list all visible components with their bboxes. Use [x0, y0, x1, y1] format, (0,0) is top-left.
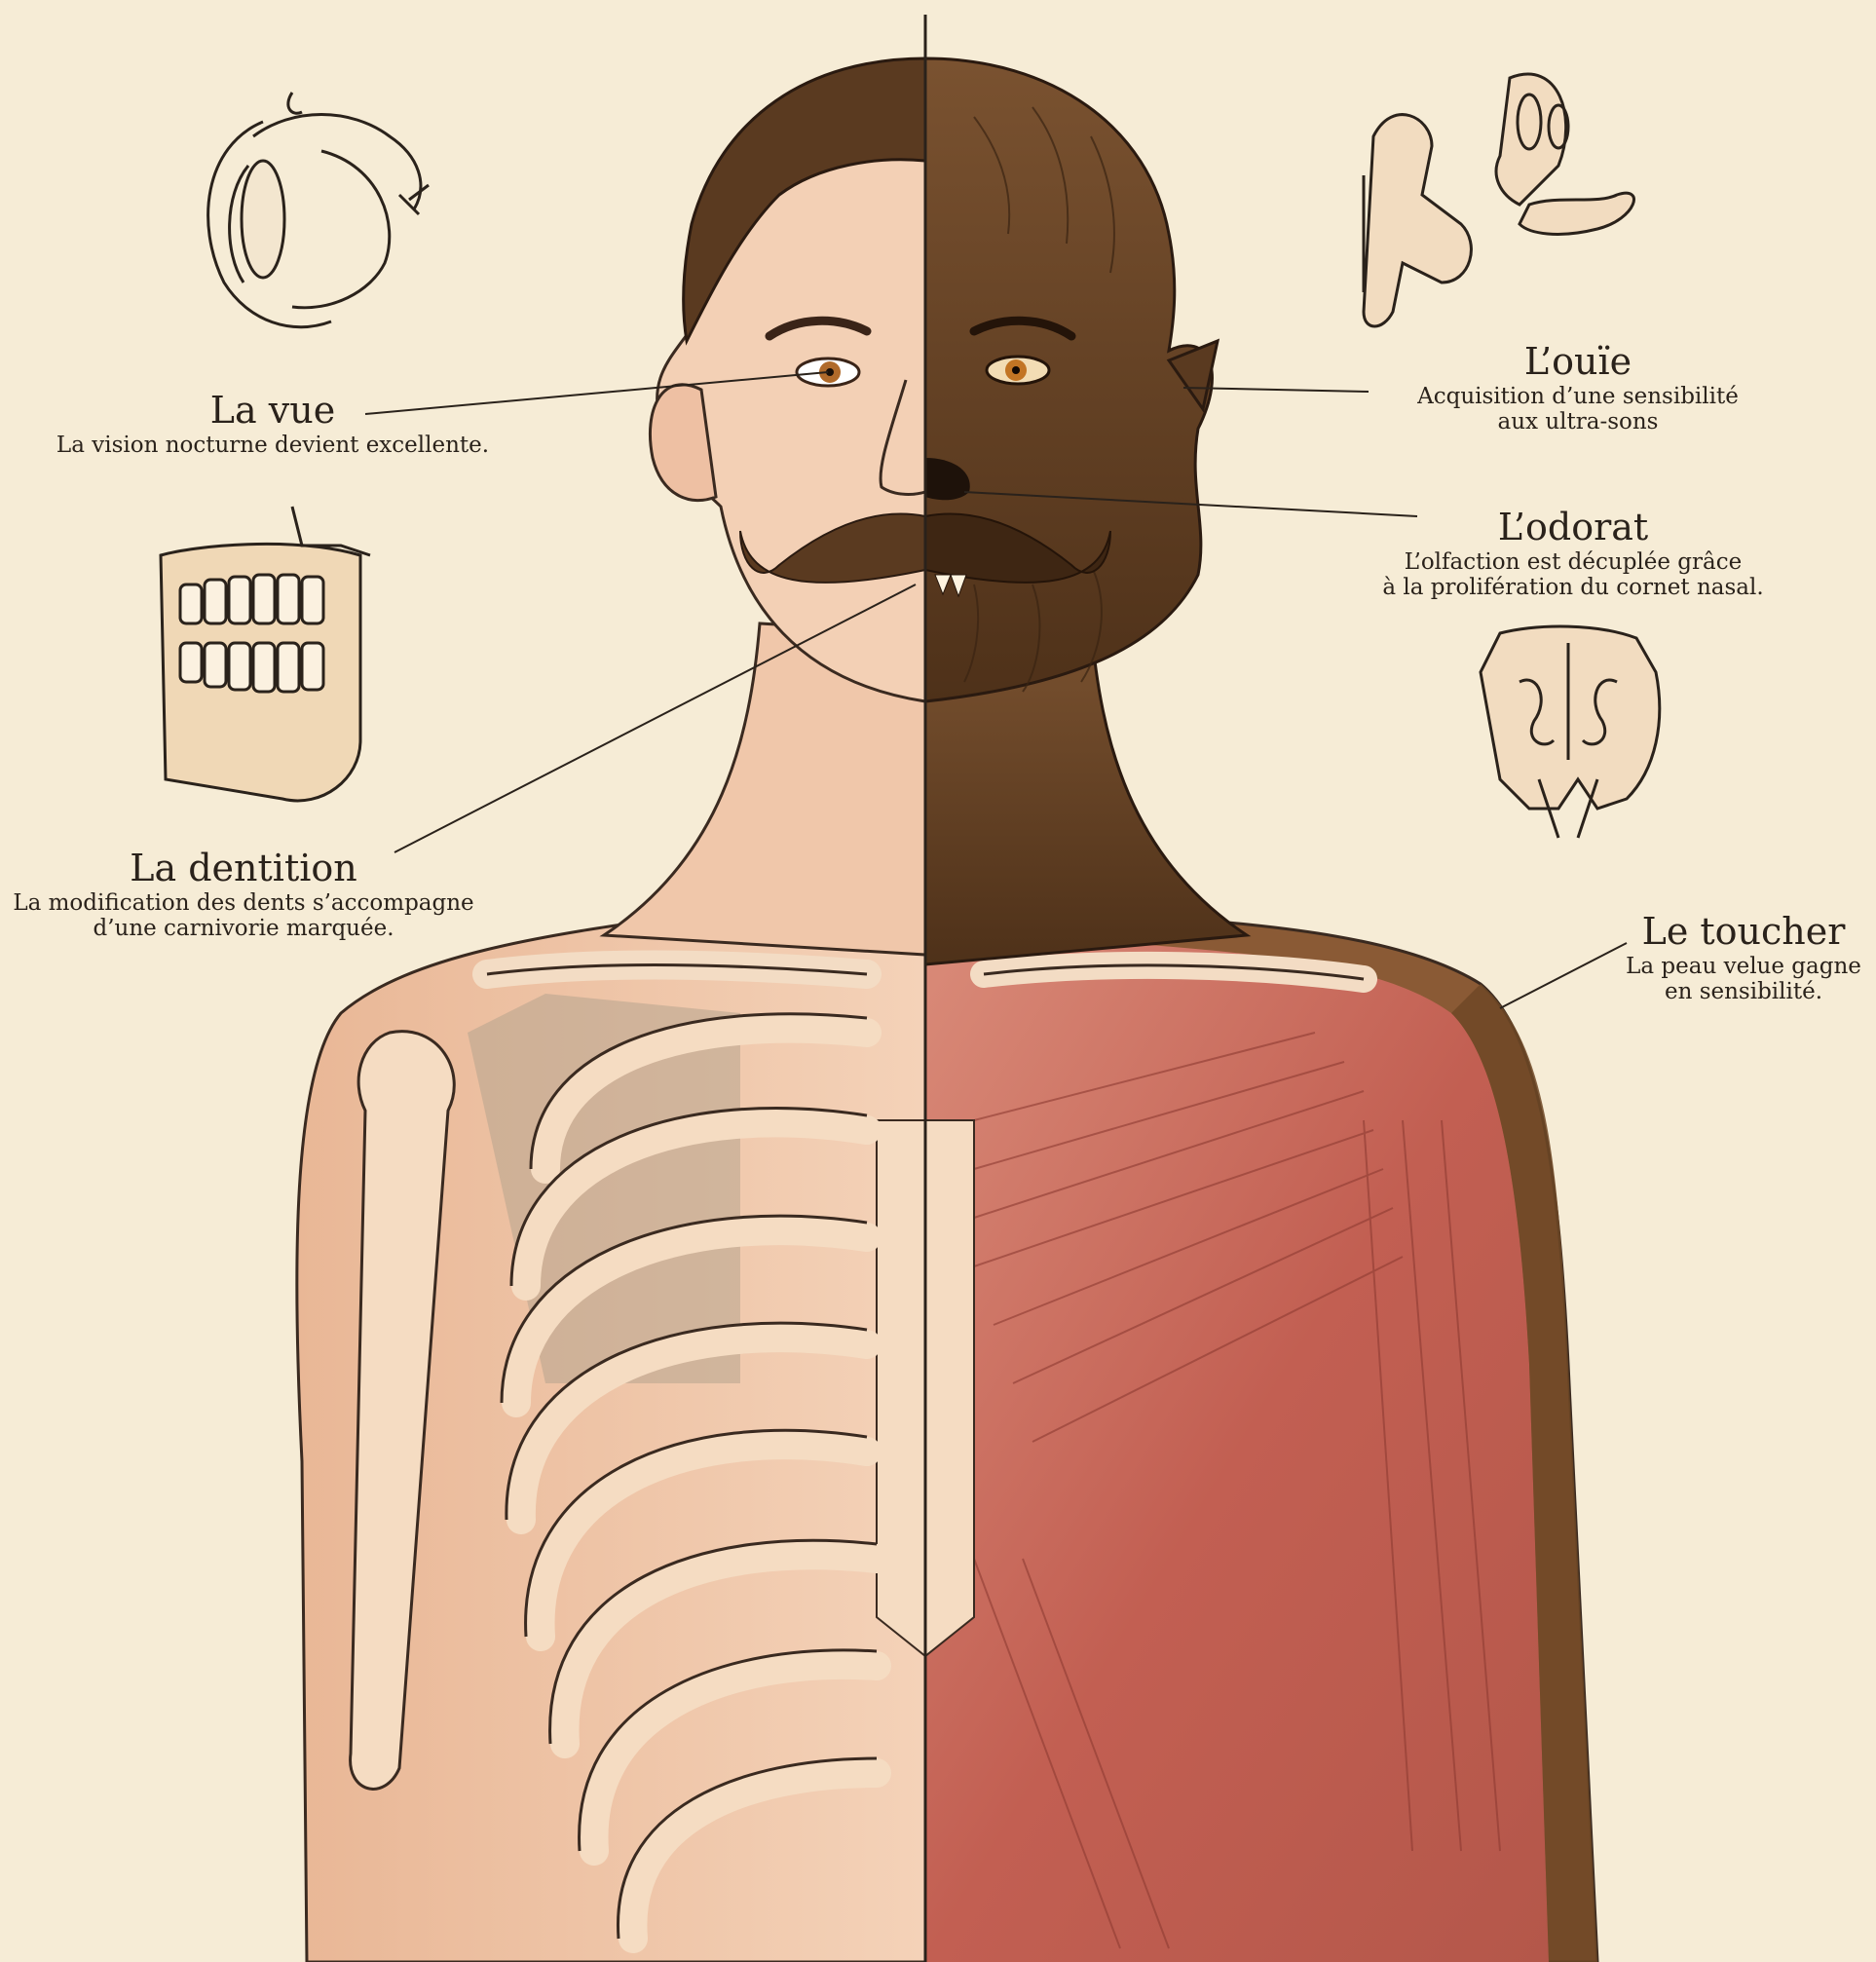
- human-half: [297, 58, 925, 1962]
- label-dentition-desc-2: d’une carnivorie marquée.: [0, 916, 487, 941]
- label-vue-title: La vue: [19, 390, 526, 433]
- ear-anatomy-icon: [1364, 74, 1633, 326]
- callout-line-toucher: [1500, 943, 1627, 1008]
- werewolf-face: [925, 58, 1212, 701]
- label-toucher-desc-2: en sensibilité.: [1617, 979, 1870, 1004]
- label-ouie: L’ouïe Acquisition d’une sensibilité aux…: [1364, 341, 1792, 435]
- label-odorat-desc-2: à la prolifération du cornet nasal.: [1320, 575, 1826, 600]
- label-ouie-title: L’ouïe: [1364, 341, 1792, 384]
- nasal-cavity-icon: [1481, 626, 1660, 838]
- teeth-jaw-icon: [161, 507, 370, 801]
- label-odorat-desc-1: L’olfaction est décuplée grâce: [1320, 549, 1826, 575]
- label-ouie-desc-1: Acquisition d’une sensibilité: [1364, 384, 1792, 409]
- label-vue: La vue La vision nocturne devient excell…: [19, 390, 526, 458]
- werewolf-muscles: [925, 945, 1549, 1962]
- label-dentition-desc-1: La modification des dents s’accompagne: [0, 890, 487, 916]
- label-toucher: Le toucher La peau velue gagne en sensib…: [1617, 911, 1870, 1005]
- label-dentition: La dentition La modification des dents s…: [0, 848, 487, 942]
- label-toucher-title: Le toucher: [1617, 911, 1870, 954]
- label-ouie-desc-2: aux ultra-sons: [1364, 409, 1792, 434]
- label-odorat: L’odorat L’olfaction est décuplée grâce …: [1320, 507, 1826, 601]
- label-odorat-title: L’odorat: [1320, 507, 1826, 549]
- label-vue-desc: La vision nocturne devient excellente.: [19, 433, 526, 458]
- human-sternum: [877, 1120, 925, 1656]
- label-toucher-desc-1: La peau velue gagne: [1617, 954, 1870, 979]
- label-dentition-title: La dentition: [0, 848, 487, 890]
- eye-anatomy-icon: [208, 93, 429, 327]
